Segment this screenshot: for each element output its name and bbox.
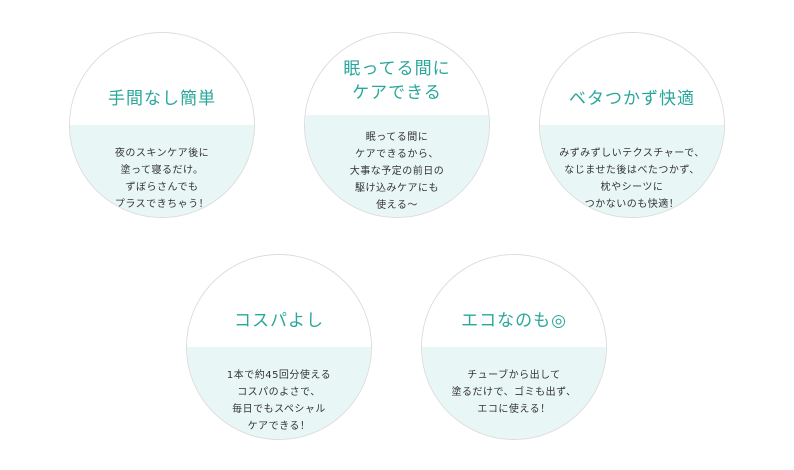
feature-title: エコなのも◎ xyxy=(461,311,567,331)
feature-title-area: 眠ってる間に ケアできる xyxy=(305,33,489,115)
feature-description-area: 1本で約45回分使える コスパのよさで、 毎日でもスペシャル ケアできる！ xyxy=(187,347,371,439)
feature-title-area: 手間なし簡単 xyxy=(70,33,254,125)
feature-description-area: 眠ってる間に ケアできるから、 大事な予定の前日の 駆け込みケアにも 使える～ xyxy=(305,115,489,217)
feature-title-area: エコなのも◎ xyxy=(422,255,606,347)
feature-circle-eco: エコなのも◎ チューブから出して 塗るだけで、ゴミも出ず、 エコに使える！ xyxy=(421,254,607,440)
feature-description: 1本で約45回分使える コスパのよさで、 毎日でもスペシャル ケアできる！ xyxy=(226,370,332,432)
feature-description-area: チューブから出して 塗るだけで、ゴミも出ず、 エコに使える！ xyxy=(422,347,606,439)
feature-circle-cost-performance: コスパよし 1本で約45回分使える コスパのよさで、 毎日でもスペシャル ケアで… xyxy=(186,254,372,440)
feature-circle-non-sticky: ベタつかず快適 みずみずしいテクスチャーで、 なじませた後はべたつかず、 枕やシ… xyxy=(539,32,725,218)
feature-description: みずみずしいテクスチャーで、 なじませた後はべたつかず、 枕やシーツに つかない… xyxy=(559,148,705,210)
feature-description: 眠ってる間に ケアできるから、 大事な予定の前日の 駆け込みケアにも 使える～ xyxy=(349,132,445,211)
feature-title: コスパよし xyxy=(234,311,324,331)
feature-title-area: コスパよし xyxy=(187,255,371,347)
feature-circle-effortless: 手間なし簡単 夜のスキンケア後に 塗って寝るだけ。 ずぼらさんでも プラスできち… xyxy=(69,32,255,218)
feature-title: 眠ってる間に ケアできる xyxy=(343,59,451,103)
feature-title-area: ベタつかず快適 xyxy=(540,33,724,125)
feature-description-area: みずみずしいテクスチャーで、 なじませた後はべたつかず、 枕やシーツに つかない… xyxy=(540,125,724,217)
feature-description: 夜のスキンケア後に 塗って寝るだけ。 ずぼらさんでも プラスできちゃう！ xyxy=(114,148,210,210)
feature-description: チューブから出して 塗るだけで、ゴミも出ず、 エコに使える！ xyxy=(451,370,577,415)
feature-circle-sleep-care: 眠ってる間に ケアできる 眠ってる間に ケアできるから、 大事な予定の前日の 駆… xyxy=(304,32,490,218)
feature-title: ベタつかず快適 xyxy=(569,89,695,109)
feature-title: 手間なし簡単 xyxy=(108,89,216,109)
feature-description-area: 夜のスキンケア後に 塗って寝るだけ。 ずぼらさんでも プラスできちゃう！ xyxy=(70,125,254,217)
